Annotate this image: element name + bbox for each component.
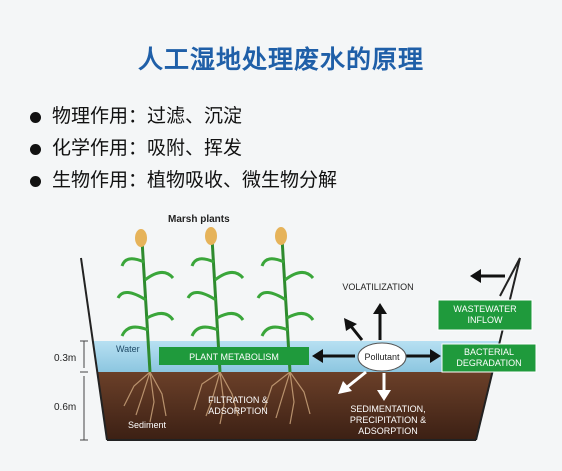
sediment-label: Sediment [128, 420, 167, 430]
water-label: Water [116, 344, 140, 354]
sedimentation-label-3: ADSORPTION [358, 426, 418, 436]
bullet-dot-icon [30, 176, 41, 187]
plant-metabolism-box [159, 347, 309, 365]
bullet-label: 物理作用 [52, 105, 129, 127]
bullet-dot-icon [30, 144, 41, 155]
basin-left-wall [80, 257, 108, 441]
sedimentation-label-2: PRECIPITATION & [350, 415, 426, 425]
inflow-pipe [499, 257, 521, 297]
filtration-label-1: FILTRATION & [208, 395, 268, 405]
filtration-label-2: ADSORPTION [208, 406, 268, 416]
roots [123, 371, 311, 425]
bullet-label: 化学作用 [52, 137, 129, 159]
bullet-physical: 物理作用：过滤、沉淀 [28, 100, 337, 132]
sedimentation-label-1: SEDIMENTATION, [350, 404, 425, 414]
bullet-value: 植物吸收、微生物分解 [147, 169, 338, 191]
sediment-layer [97, 372, 493, 440]
bullet-biological: 生物作用：植物吸收、微生物分解 [28, 164, 337, 196]
bullet-chemical: 化学作用：吸附、挥发 [28, 132, 337, 164]
wastewater-label-1: WASTEWATER [453, 304, 517, 314]
wastewater-label-2: INFLOW [468, 315, 504, 325]
pollutant-label: Pollutant [364, 352, 400, 362]
pollutant-arrows-icon [312, 349, 441, 363]
sediment-arrows-icon [338, 370, 391, 401]
depth-markers [80, 340, 88, 441]
marsh-plants-label: Marsh plants [168, 214, 230, 225]
depth-water-label: 0.3m [54, 353, 76, 364]
bacterial-degradation-box [441, 343, 537, 373]
bacterial-label-2: DEGRADATION [456, 358, 521, 368]
bullet-dot-icon [30, 112, 41, 123]
wastewater-inflow-box [437, 299, 533, 331]
plant-metabolism-label: PLANT METABOLISM [189, 352, 279, 362]
bullet-value: 过滤、沉淀 [147, 105, 243, 127]
bullet-value: 吸附、挥发 [147, 137, 243, 159]
marsh-plant-1 [116, 229, 175, 373]
depth-sediment-label: 0.6m [54, 402, 76, 413]
pollutant-bubble [357, 342, 407, 372]
bacterial-label-1: BACTERIAL [464, 347, 514, 357]
bullet-label: 生物作用 [52, 169, 129, 191]
volatilization-label: VOLATILIZATION [342, 282, 413, 292]
bullet-list: 物理作用：过滤、沉淀 化学作用：吸附、挥发 生物作用：植物吸收、微生物分解 [28, 100, 337, 196]
page-title: 人工湿地处理废水的原理 [137, 45, 424, 74]
volatilization-arrows-icon [344, 303, 387, 341]
inflow-arrow-icon [470, 269, 505, 283]
